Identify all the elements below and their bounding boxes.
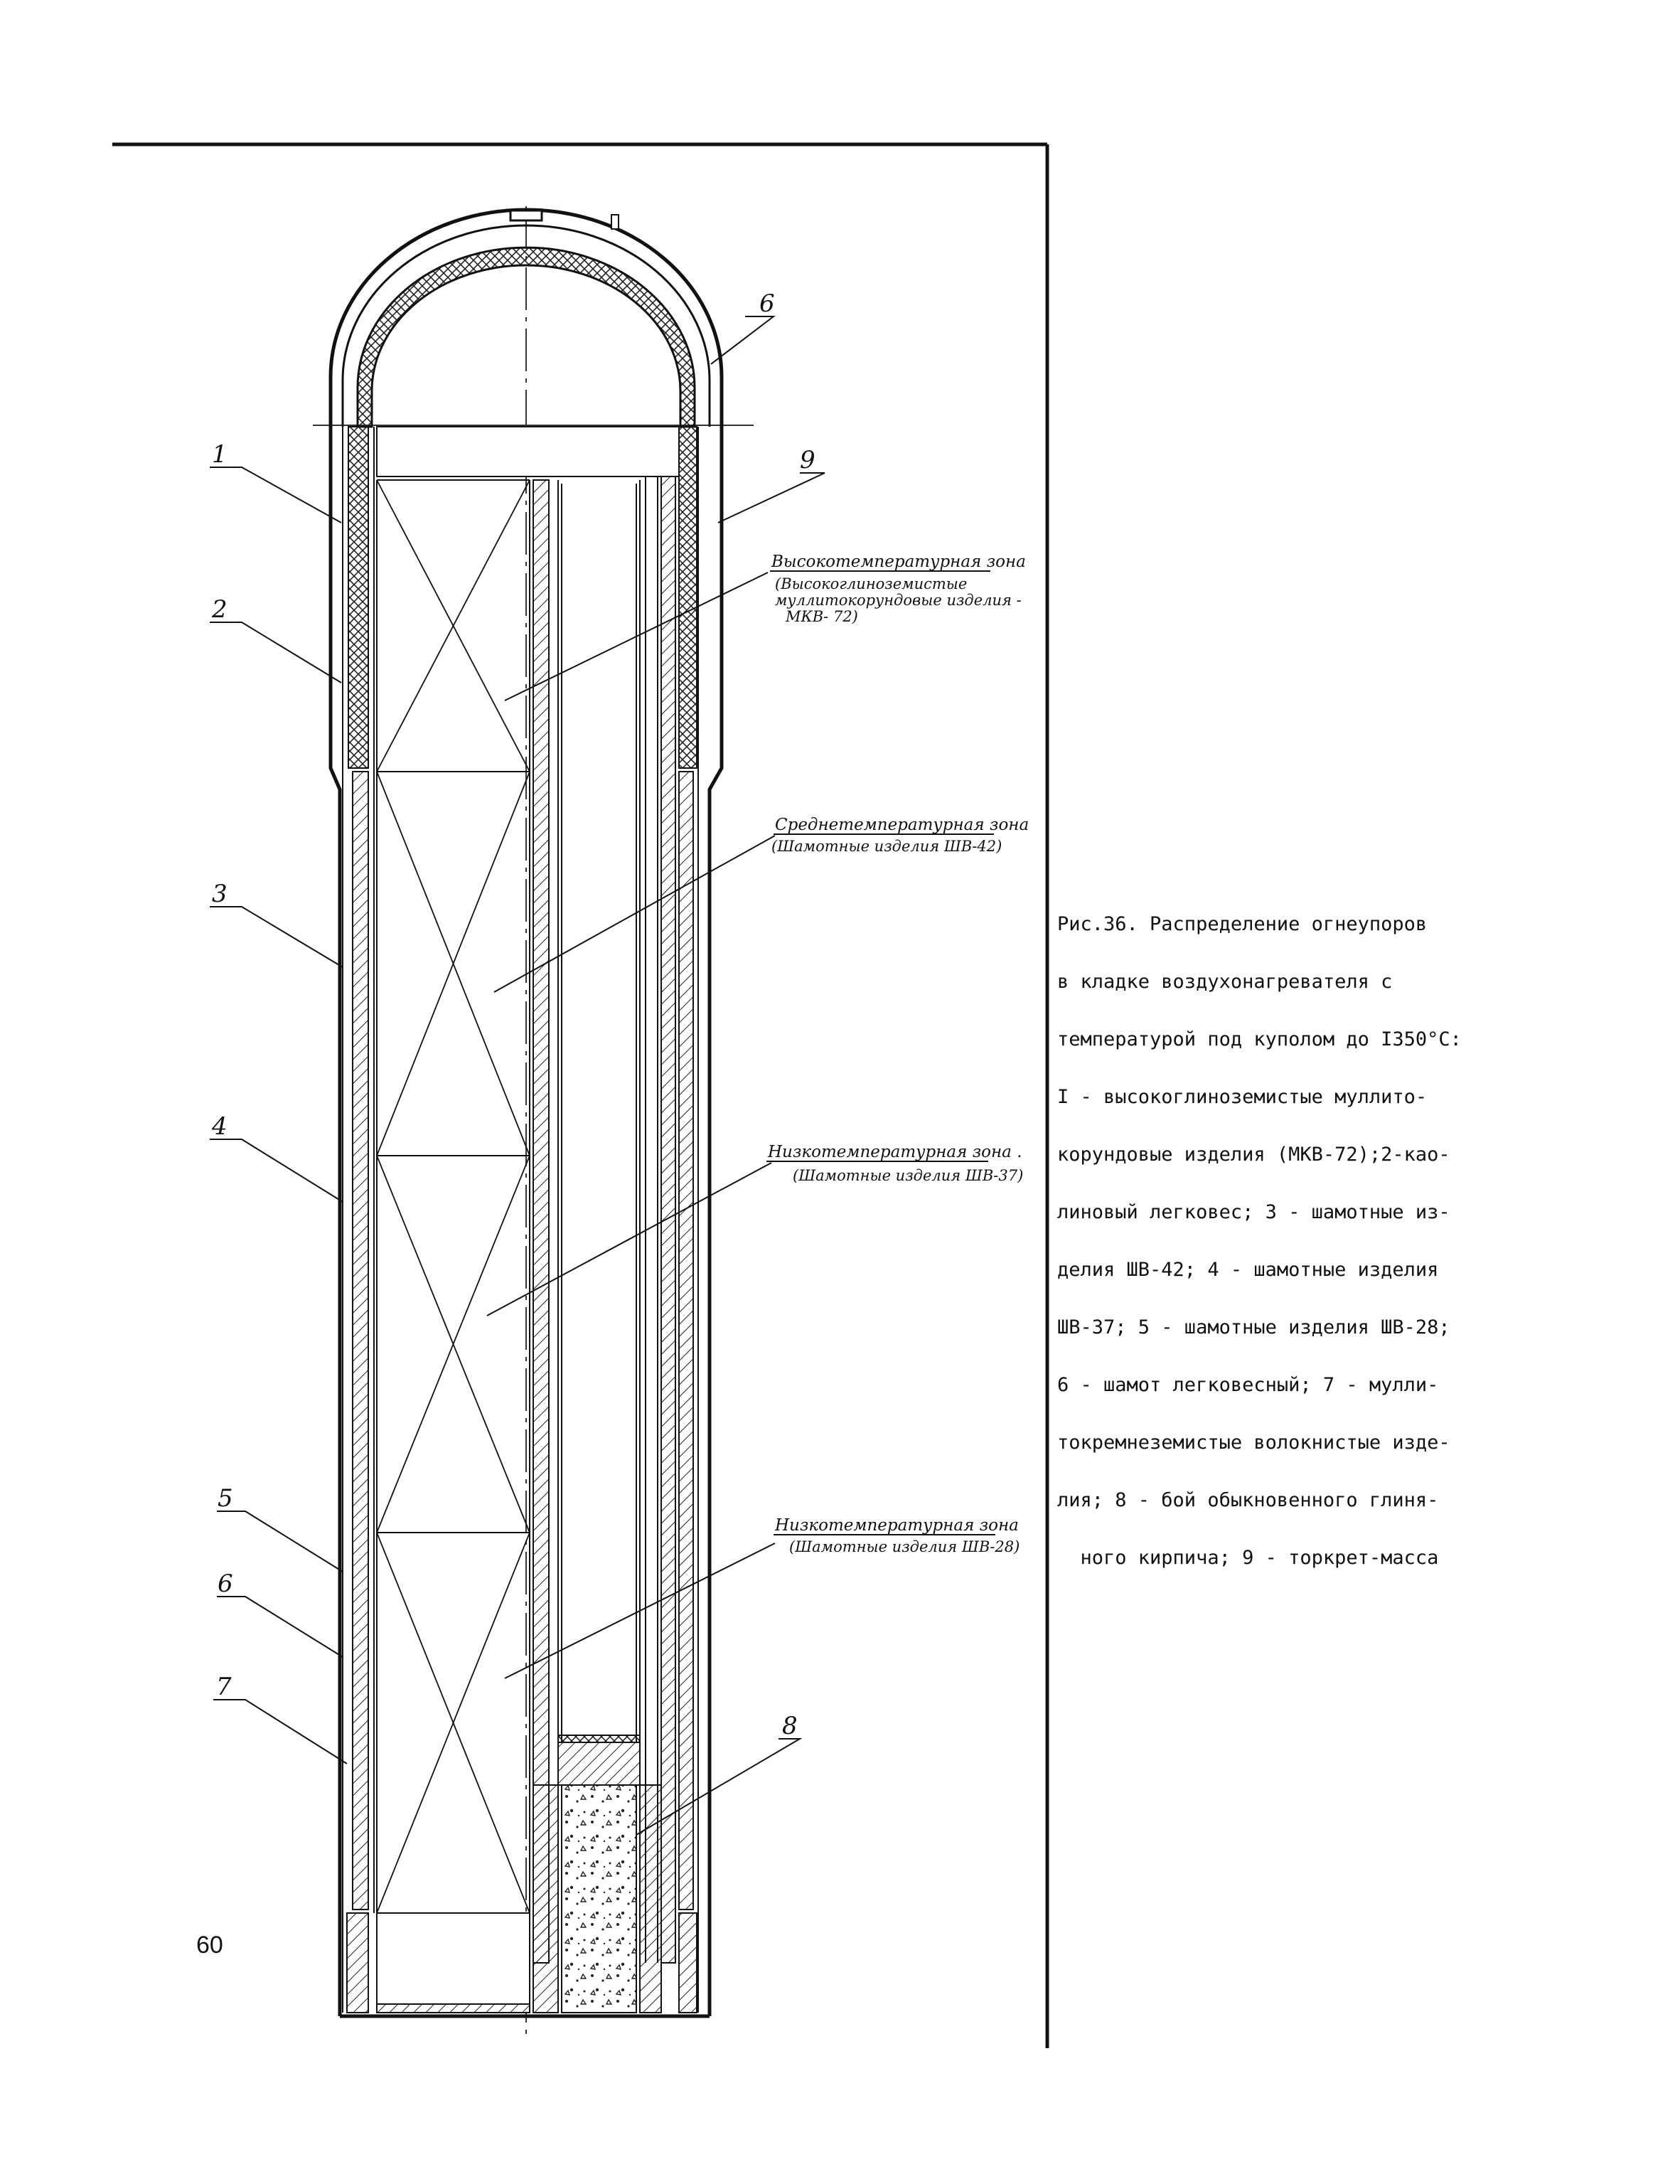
zone-medium-title: Среднетемпературная зона [775,816,1029,834]
caption-line: ного кирпича; 9 - торкрет-масса [1057,1547,1439,1569]
caption-line: корундовые изделия (МКВ-72);2-као- [1057,1144,1450,1166]
page-number: 60 [196,1932,223,1959]
callout-6: 6 [218,1570,233,1598]
caption-line: 6 - шамот легковесный; 7 - мулли- [1057,1374,1439,1396]
zone-high-sub3: МКВ- 72) [785,608,858,625]
zone-high-sub2: муллитокорундовые изделия - [775,592,1022,609]
combustion-chamber [533,479,662,2013]
caption-line: лия; 8 - бой обыкновенного глиня- [1057,1489,1439,1511]
caption-line: делия ШВ-42; 4 - шамотные изделия [1057,1259,1439,1281]
zone-low1-title: Низкотемпературная зона . [767,1143,1022,1161]
checker-chamber [376,426,680,2013]
figure-caption: Рис.36. Распределение огнеупоров в кладк… [1057,876,1512,1587]
callout-8: 8 [782,1712,798,1740]
caption-line: ШВ-37; 5 - шамотные изделия ШВ-28; [1057,1316,1450,1338]
callout-7: 7 [216,1673,232,1701]
caption-line: токремнеземистые волокнистые изде- [1057,1432,1450,1454]
callout-1: 1 [212,440,228,469]
zone-medium-sub1: (Шамотные изделия ШВ-42) [771,838,1002,855]
callout-4: 4 [211,1112,228,1141]
callout-6-top: 6 [759,289,775,318]
caption-line: линовый легковес; 3 - шамотные из- [1057,1201,1450,1223]
zone-high-label: Высокотемпературная зона (Высокоглинозем… [770,553,1026,625]
callout-9: 9 [800,446,815,474]
zone-high-title: Высокотемпературная зона [771,553,1026,571]
zone-low1-sub1: (Шамотные изделия ШВ-37) [793,1167,1023,1184]
zone-low2-sub1: (Шамотные изделия ШВ-28) [789,1538,1020,1555]
zone-low2-label: Низкотемпературная зона (Шамотные издели… [774,1516,1020,1555]
zone-low1-label: Низкотемпературная зона . (Шамотные изде… [766,1143,1023,1184]
callout-2: 2 [211,595,228,624]
zone-low2-title: Низкотемпературная зона [774,1516,1019,1535]
caption-line: температурой под куполом до I350°С: [1057,1028,1462,1050]
outer-shell [328,426,724,2018]
leader-lines [210,316,825,1836]
caption-line: I - высокоглиноземистые муллито- [1057,1086,1428,1108]
callout-3: 3 [212,880,228,908]
zone-high-sub1: (Высокоглиноземистые [775,575,967,592]
caption-line: в кладке воздухонагревателя с [1057,971,1393,993]
zone-medium-label: Среднетемпературная зона (Шамотные издел… [771,816,1029,855]
dome [328,208,724,428]
caption-line: Рис.36. Распределение огнеупоров [1057,913,1428,935]
callout-5: 5 [218,1484,233,1513]
